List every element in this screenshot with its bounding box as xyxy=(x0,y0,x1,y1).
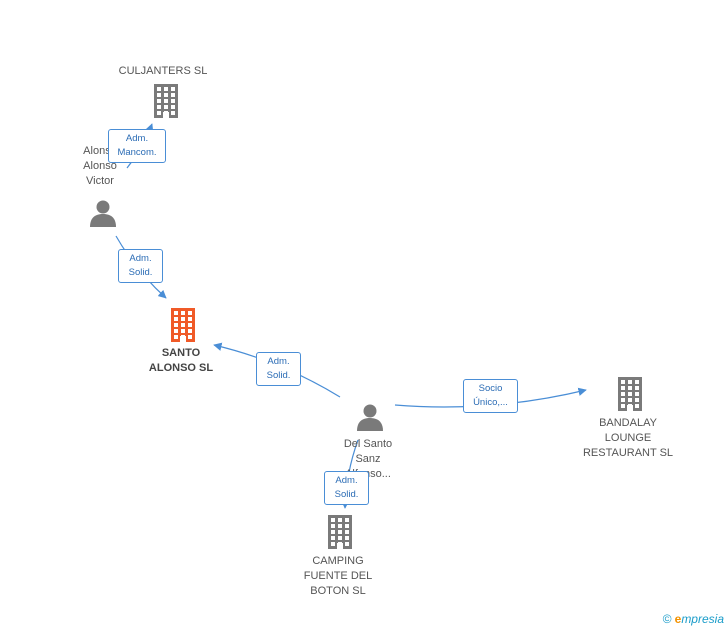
node-label-culjanters[interactable]: CULJANTERS SL xyxy=(118,65,208,77)
copyright-icon: © xyxy=(662,612,672,626)
brand-name: mpresia xyxy=(681,612,724,626)
node-label-santo[interactable]: SANTO ALONSO SL xyxy=(148,347,214,374)
edge-label-alonso-culjanters[interactable]: Adm. Mancom. xyxy=(108,129,166,163)
empresia-watermark: © empresia xyxy=(662,612,724,626)
person-icon-alonso[interactable] xyxy=(89,199,117,232)
edge-label-delsanto-santo[interactable]: Adm. Solid. xyxy=(256,352,301,386)
building-icon-bandalay[interactable] xyxy=(616,377,644,416)
building-icon-santo[interactable] xyxy=(169,308,197,347)
building-icon-culjanters[interactable] xyxy=(152,84,180,123)
edge-label-delsanto-camping[interactable]: Adm. Solid. xyxy=(324,471,369,505)
person-icon-delsanto[interactable] xyxy=(356,403,384,436)
building-icon-camping[interactable] xyxy=(326,515,354,554)
edge-label-alonso-santo[interactable]: Adm. Solid. xyxy=(118,249,163,283)
brand-letter: e xyxy=(674,612,682,626)
node-label-camping[interactable]: CAMPING FUENTE DEL BOTON SL xyxy=(303,555,373,597)
node-label-bandalay[interactable]: BANDALAY LOUNGE RESTAURANT SL xyxy=(582,417,674,459)
edge-label-delsanto-bandalay[interactable]: Socio Único,... xyxy=(463,379,518,413)
